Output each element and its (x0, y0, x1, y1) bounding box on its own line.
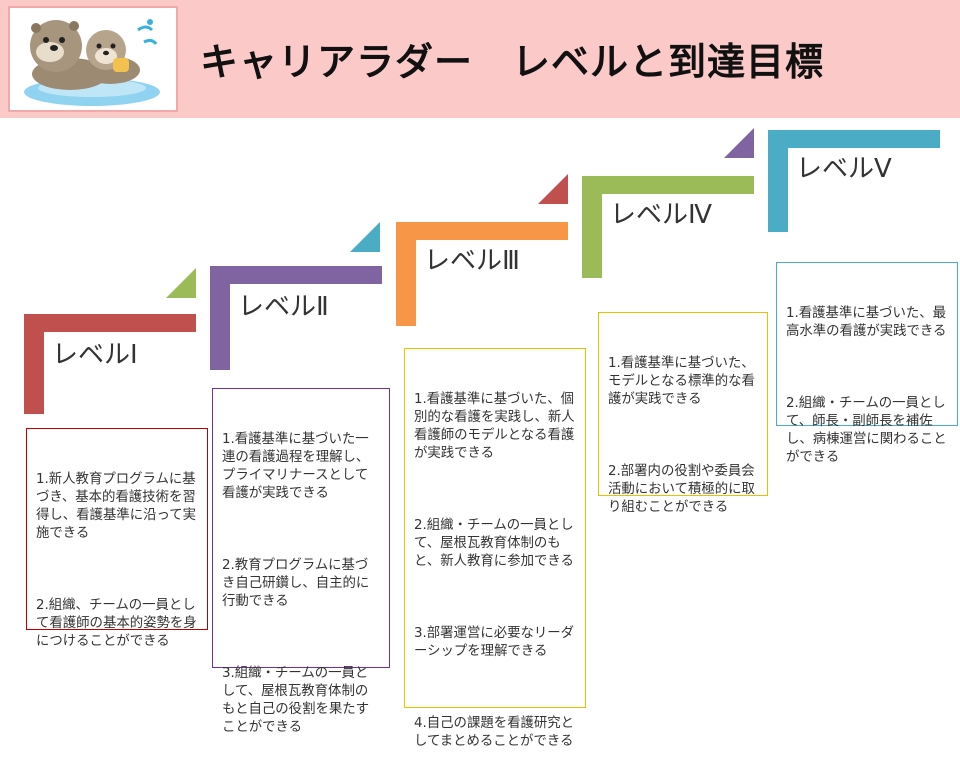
level1-goals-box: 1.新人教育プログラムに基づき、基本的看護技術を習得し、看護基準に沿って実施でき… (26, 428, 208, 649)
level3-goal-3: 3.部署運営に必要なリーダーシップを理解できる (414, 626, 575, 659)
header-banner: キャリアラダー レベルと到達目標 (0, 0, 960, 118)
level1-goal-2: 2.組織、チームの一員として看護師の基本的姿勢を身につけることができる (36, 598, 197, 649)
level3-goals-box: 1.看護基準に基づいた、個別的な看護を実践し、新人看護師のモデルとなる看護が実践… (404, 348, 586, 749)
level2-goal-2: 2.教育プログラムに基づき自己研鑽し、自主的に行動できる (222, 558, 370, 609)
level3-goal-2: 2.組織・チームの一員として、屋根瓦教育体制のもと、新人教育に参加できる (414, 518, 574, 569)
level5-goal-2: 2.組織・チームの一員として、師長・副師長を補佐し、病棟運営に関わることができる (786, 396, 947, 465)
level1-step-triangle (166, 268, 196, 298)
level5-goal-1: 1.看護基準に基づいた、最高水準の看護が実践できる (786, 306, 947, 339)
level4-step (582, 128, 754, 278)
page-title: キャリアラダー レベルと到達目標 (200, 40, 825, 84)
career-ladder-stairs (24, 128, 940, 414)
otter-mascot-logo (8, 6, 178, 112)
level4-goal-1: 1.看護基準に基づいた、モデルとなる標準的な看護が実践できる (608, 356, 755, 407)
level4-goals-box: 1.看護基準に基づいた、モデルとなる標準的な看護が実践できる 2.部署内の役割や… (598, 312, 768, 515)
level2-step (210, 222, 382, 370)
level4-step-triangle (724, 128, 754, 158)
level1-step (24, 268, 196, 414)
level2-goals-box: 1.看護基準に基づいた一連の看護過程を理解し、プライマリナースとして看護が実践で… (212, 388, 390, 735)
level3-goal-1: 1.看護基準に基づいた、個別的な看護を実践し、新人看護師のモデルとなる看護が実践… (414, 392, 575, 461)
level4-goal-2: 2.部署内の役割や委員会活動において積極的に取り組むことができる (608, 464, 755, 515)
otter-mascot-icon (24, 19, 160, 106)
level1-goal-1: 1.新人教育プログラムに基づき、基本的看護技術を習得し、看護基準に沿って実施でき… (36, 472, 197, 541)
level4-label: レベルⅣ (610, 200, 712, 230)
level3-label: レベルⅢ (424, 246, 520, 276)
level2-goal-3: 3.組織・チームの一員として、屋根瓦教育体制のもと自己の役割を果たすことができる (222, 666, 370, 735)
level1-label: レベルⅠ (52, 340, 138, 370)
level3-step (396, 174, 568, 326)
level5-goals-box: 1.看護基準に基づいた、最高水準の看護が実践できる 2.組織・チームの一員として… (776, 262, 958, 465)
level2-label: レベルⅡ (238, 292, 329, 322)
level5-label: レベルⅤ (796, 154, 892, 184)
level2-goal-1: 1.看護基準に基づいた一連の看護過程を理解し、プライマリナースとして看護が実践で… (222, 432, 370, 501)
level3-goal-4: 4.自己の課題を看護研究としてまとめることができる (414, 716, 575, 749)
level5-step (768, 130, 940, 232)
level2-step-triangle (350, 222, 380, 252)
level3-step-triangle (538, 174, 568, 204)
